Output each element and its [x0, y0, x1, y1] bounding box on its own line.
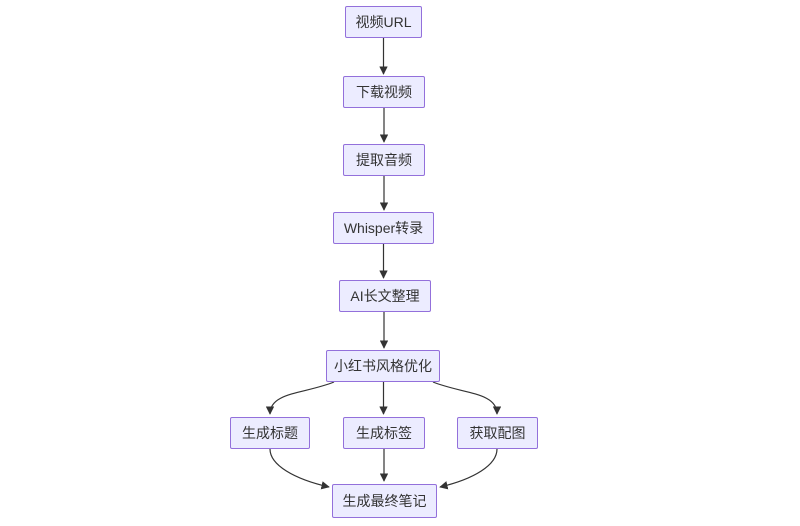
edge-gen-title-to-final-note: [269, 448, 330, 490]
node-extract-audio: 提取音频: [343, 144, 425, 176]
node-final-note: 生成最终笔记: [332, 484, 437, 518]
edge-get-images-to-final-note: [439, 448, 498, 490]
node-generate-tags: 生成标签: [343, 417, 425, 449]
node-whisper-transcribe: Whisper转录: [333, 212, 434, 244]
node-xhs-style-optimize: 小红书风格优化: [326, 350, 440, 382]
node-download-video: 下载视频: [343, 76, 425, 108]
node-ai-longform: AI长文整理: [339, 280, 431, 312]
edge-xhs-style-to-gen-title: [265, 381, 335, 415]
edge-xhs-style-to-get-images: [432, 381, 502, 415]
node-get-images: 获取配图: [457, 417, 538, 449]
node-generate-title: 生成标题: [230, 417, 310, 449]
node-video-url: 视频URL: [345, 6, 422, 38]
